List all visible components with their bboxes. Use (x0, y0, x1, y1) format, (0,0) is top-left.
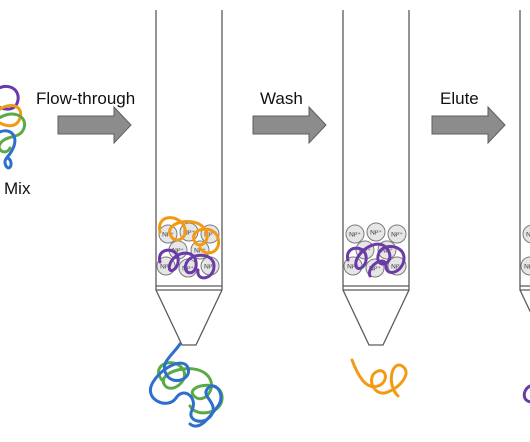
right-block-arrow-icon (431, 105, 506, 145)
nickel-bead-label: Ni²⁺ (349, 231, 361, 238)
wash-output-proteins (350, 358, 408, 398)
chromatography-column-icon (519, 10, 530, 313)
nickel-bead-label: Ni²⁺ (204, 263, 216, 270)
nickel-bead-label: Ni²⁺ (160, 263, 172, 270)
nickel-bead-icon: Ni²⁺ (366, 222, 386, 242)
nickel-bead-label: Ni²⁺ (172, 247, 184, 254)
nickel-bead-label: Ni²⁺ (524, 263, 530, 270)
flow-through-output-proteins (148, 342, 224, 428)
nickel-bead-label: Ni²⁺ (162, 231, 174, 238)
nickel-bead-label: Ni²⁺ (182, 265, 194, 272)
purple-protein-coil (0, 84, 20, 111)
mix-protein-mixture (0, 84, 27, 170)
purple-protein-coil (522, 384, 530, 404)
nickel-bead-label: Ni²⁺ (526, 231, 530, 238)
mix-label: Mix (4, 179, 31, 198)
purple-protein-coil (158, 248, 216, 280)
elute-column: Ni²⁺Ni²⁺Ni²⁺Ni²⁺Ni²⁺Ni²⁺Ni²⁺Ni²⁺ (519, 10, 530, 404)
nickel-bead-icon: Ni²⁺ (520, 256, 530, 276)
nickel-bead-label: Ni²⁺ (369, 265, 381, 272)
bound-proteins (346, 242, 406, 278)
blue-protein-coil (148, 342, 223, 428)
flow-through-column: Ni²⁺Ni²⁺Ni²⁺Ni²⁺Ni²⁺Ni²⁺Ni²⁺Ni²⁺ (148, 10, 224, 428)
chromatography-column-icon (155, 10, 223, 346)
nickel-bead-bed: Ni²⁺Ni²⁺Ni²⁺Ni²⁺Ni²⁺Ni²⁺Ni²⁺Ni²⁺ (520, 224, 530, 276)
wash-column: Ni²⁺Ni²⁺Ni²⁺Ni²⁺Ni²⁺Ni²⁺Ni²⁺Ni²⁺ (342, 10, 410, 398)
nickel-bead-icon: Ni²⁺ (345, 224, 365, 244)
nickel-bead-label: Ni²⁺ (204, 231, 216, 238)
nickel-bead-icon: Ni²⁺ (522, 224, 530, 244)
chromatography-column-icon (342, 10, 410, 346)
nickel-bead-label: Ni²⁺ (347, 263, 359, 270)
bound-proteins (158, 216, 221, 280)
nickel-bead-icon: Ni²⁺ (387, 224, 407, 244)
wash-label: Wash (260, 89, 303, 108)
orange-protein-coil (350, 358, 408, 398)
right-block-arrow-icon (57, 105, 132, 145)
flow-through-label: Flow-through (36, 89, 135, 108)
elute-label: Elute (440, 89, 479, 108)
nickel-bead-label: Ni²⁺ (391, 231, 403, 238)
blue-protein-coil (0, 129, 17, 170)
nickel-bead-icon: Ni²⁺ (387, 256, 407, 276)
nickel-bead-label: Ni²⁺ (370, 229, 382, 236)
orange-protein-coil (158, 216, 221, 255)
nickel-bead-label: Ni²⁺ (183, 229, 195, 236)
right-block-arrow-icon (252, 105, 327, 145)
purple-protein-coil (346, 242, 406, 278)
nickel-bead-label: Ni²⁺ (391, 263, 403, 270)
elute-output-proteins (522, 384, 530, 404)
